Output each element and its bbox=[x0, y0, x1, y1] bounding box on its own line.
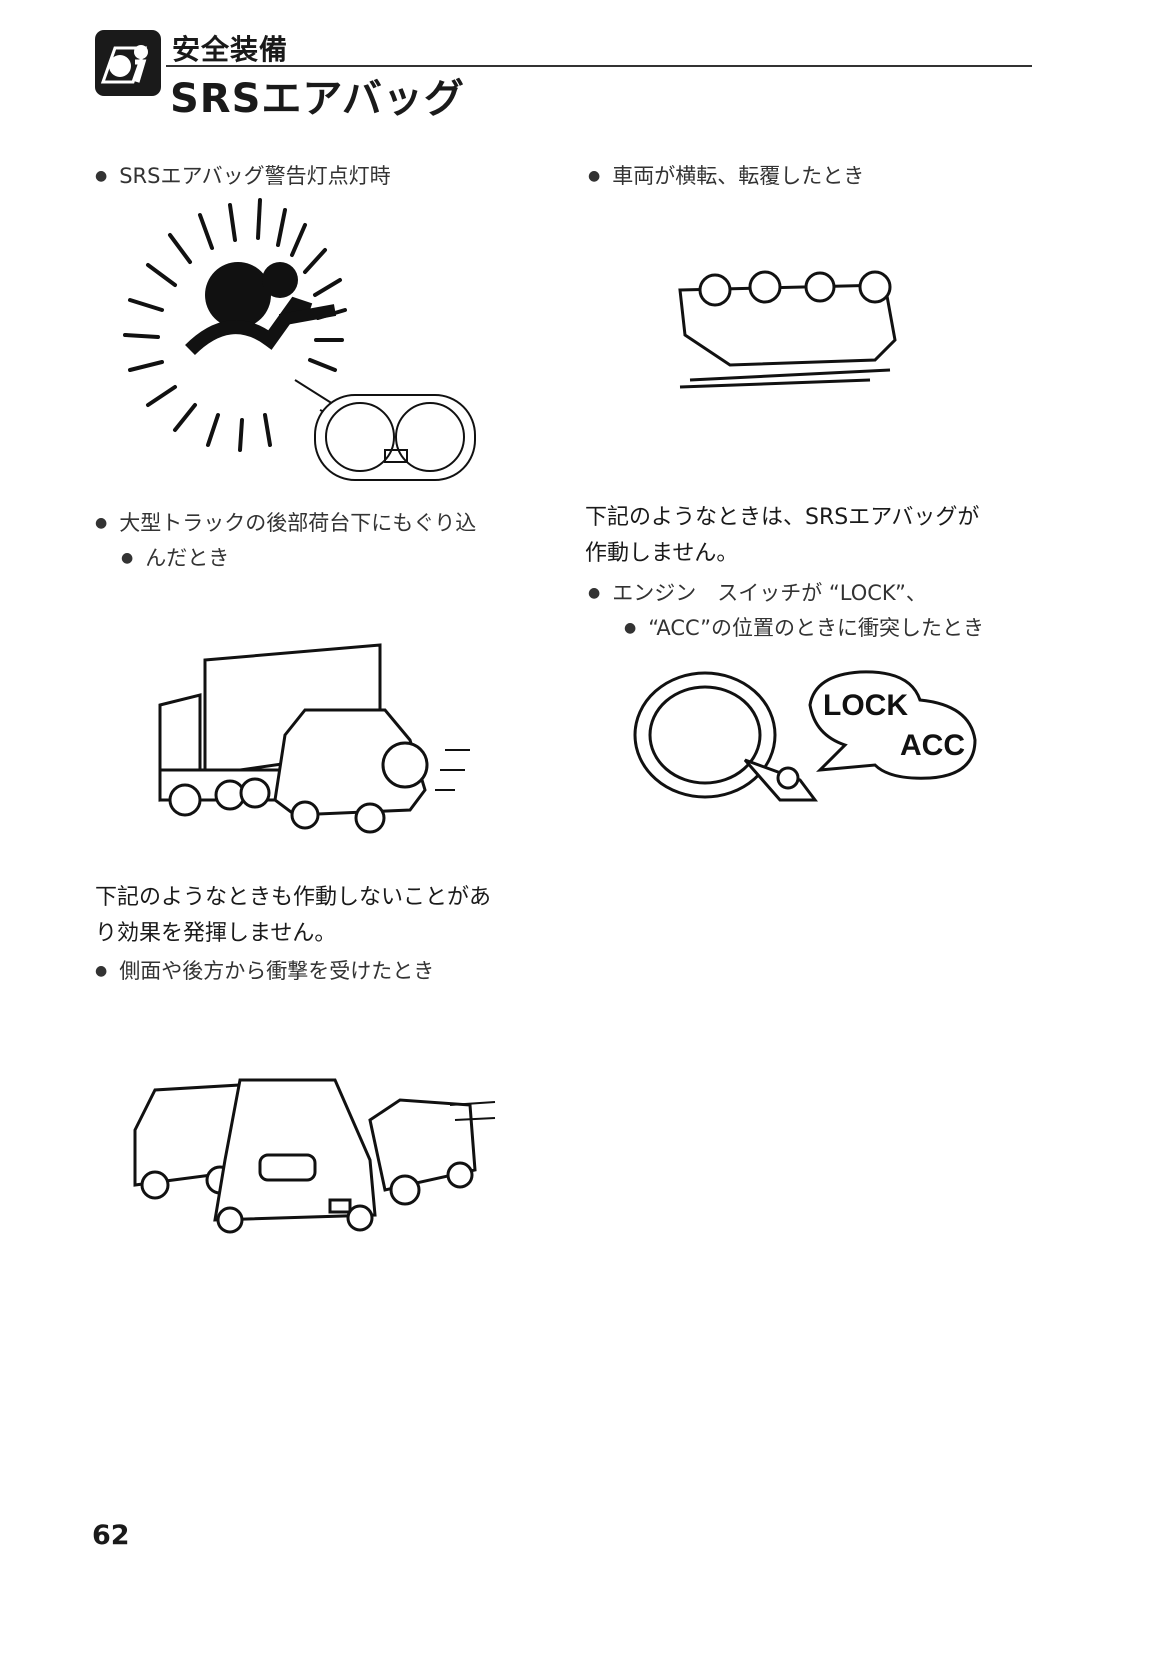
rollover-illustration bbox=[678, 270, 897, 389]
bullet-ignition-off-line1: エンジン スイッチが “LOCK”、 bbox=[588, 575, 927, 611]
acc-label: ACC bbox=[900, 729, 965, 762]
bullet-warning-light: SRSエアバッグ警告灯点灯時 bbox=[95, 158, 390, 194]
section-category: 安全装備 bbox=[172, 33, 289, 66]
bullet-truck-underride-line1: 大型トラックの後部荷台下にもぐり込 bbox=[95, 505, 476, 541]
airbag-section-icon bbox=[95, 30, 161, 96]
bullet-ignition-off-line2: “ACC”の位置のときに衝突したとき bbox=[598, 610, 984, 646]
side-rear-collision-illustration bbox=[133, 1078, 496, 1234]
note-may-not-deploy-line1: 下記のようなときも作動しないことがあ bbox=[95, 885, 492, 910]
bullet-rollover: 車両が横転、転覆したとき bbox=[588, 158, 864, 194]
airbag-warning-illustration bbox=[123, 198, 476, 481]
truck-underride-illustration bbox=[158, 643, 470, 834]
bullet-side-rear-impact: 側面や後方から衝撃を受けたとき bbox=[95, 953, 434, 989]
lock-label: LOCK bbox=[823, 689, 908, 722]
page-number: 62 bbox=[92, 1520, 130, 1551]
note-will-not-deploy-line1: 下記のようなときは、SRSエアバッグが bbox=[585, 505, 980, 530]
page-title: SRSエアバッグ bbox=[170, 76, 465, 122]
note-may-not-deploy-line2: り効果を発揮しません。 bbox=[95, 921, 337, 946]
note-will-not-deploy-line2: 作動しません。 bbox=[585, 541, 739, 566]
header-divider bbox=[166, 65, 1032, 67]
steering-wheel-illustration: LOCK ACC bbox=[633, 670, 977, 802]
bullet-truck-underride-line2: んだとき bbox=[95, 540, 229, 576]
